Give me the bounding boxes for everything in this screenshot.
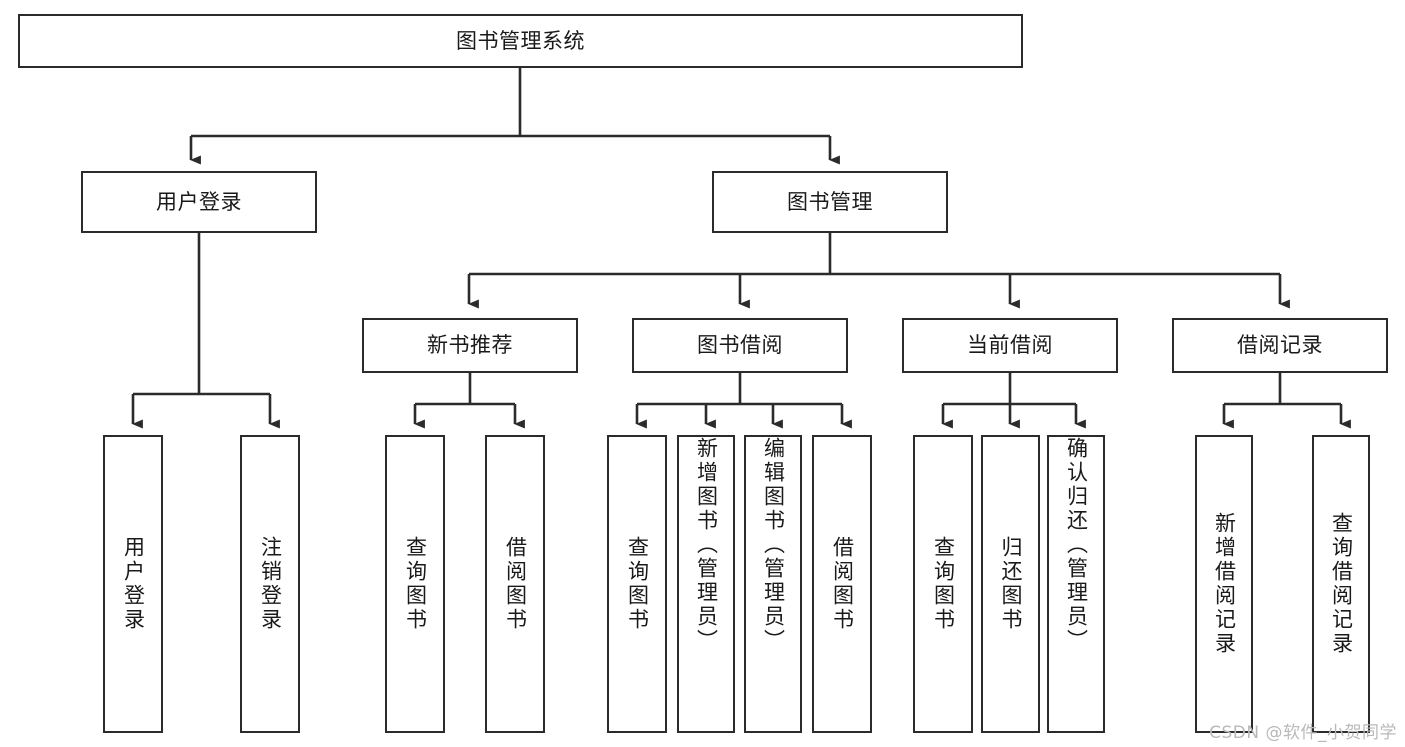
- node-leaf-borrow-book-2[interactable]: 借阅图书: [812, 435, 872, 733]
- node-leaf-edit-book-admin-label: 编辑图书（管理员）: [761, 437, 786, 653]
- node-leaf-borrow-book-1-label: 借阅图书: [503, 536, 528, 632]
- node-leaf-query-borrow-record-label: 查询借阅记录: [1329, 512, 1354, 656]
- node-user-login[interactable]: 用户登录: [81, 171, 317, 233]
- node-leaf-user-login-label: 用户登录: [121, 536, 146, 632]
- node-leaf-return-book[interactable]: 归还图书: [981, 435, 1040, 733]
- node-leaf-edit-book-admin[interactable]: 编辑图书（管理员）: [744, 435, 802, 733]
- node-leaf-query-book-2[interactable]: 查询图书: [607, 435, 667, 733]
- node-leaf-confirm-return-admin-label: 确认归还（管理员）: [1064, 437, 1089, 653]
- node-book-borrow-label: 图书借阅: [697, 333, 783, 358]
- node-leaf-add-borrow-record-label: 新增借阅记录: [1212, 512, 1237, 656]
- node-root-label: 图书管理系统: [456, 28, 585, 53]
- node-leaf-confirm-return-admin[interactable]: 确认归还（管理员）: [1047, 435, 1105, 733]
- node-leaf-return-book-label: 归还图书: [999, 536, 1024, 632]
- node-root[interactable]: 图书管理系统: [18, 14, 1023, 68]
- node-leaf-add-borrow-record[interactable]: 新增借阅记录: [1195, 435, 1253, 733]
- node-leaf-query-book-1-label: 查询图书: [403, 536, 428, 632]
- node-new-book-recommend-label: 新书推荐: [427, 333, 513, 358]
- node-leaf-user-login[interactable]: 用户登录: [103, 435, 163, 733]
- node-leaf-query-book-2-label: 查询图书: [625, 536, 650, 632]
- node-book-manage-label: 图书管理: [787, 189, 873, 214]
- node-leaf-query-book-3-label: 查询图书: [931, 536, 956, 632]
- node-current-borrow[interactable]: 当前借阅: [902, 318, 1118, 373]
- node-leaf-add-book-admin-label: 新增图书（管理员）: [694, 437, 719, 653]
- node-leaf-user-logout[interactable]: 注销登录: [240, 435, 300, 733]
- node-leaf-borrow-book-2-label: 借阅图书: [830, 536, 855, 632]
- node-leaf-query-borrow-record[interactable]: 查询借阅记录: [1312, 435, 1370, 733]
- node-book-manage[interactable]: 图书管理: [712, 171, 948, 233]
- node-borrow-record-label: 借阅记录: [1237, 333, 1323, 358]
- node-borrow-record[interactable]: 借阅记录: [1172, 318, 1388, 373]
- node-leaf-add-book-admin[interactable]: 新增图书（管理员）: [677, 435, 735, 733]
- node-current-borrow-label: 当前借阅: [967, 333, 1053, 358]
- node-leaf-borrow-book-1[interactable]: 借阅图书: [485, 435, 545, 733]
- node-book-borrow[interactable]: 图书借阅: [632, 318, 848, 373]
- node-new-book-recommend[interactable]: 新书推荐: [362, 318, 578, 373]
- csdn-watermark: CSDN @软件_小贺同学: [1209, 723, 1397, 743]
- node-leaf-query-book-3[interactable]: 查询图书: [913, 435, 973, 733]
- node-user-login-label: 用户登录: [156, 189, 242, 214]
- node-leaf-query-book-1[interactable]: 查询图书: [385, 435, 445, 733]
- node-leaf-user-logout-label: 注销登录: [258, 536, 283, 632]
